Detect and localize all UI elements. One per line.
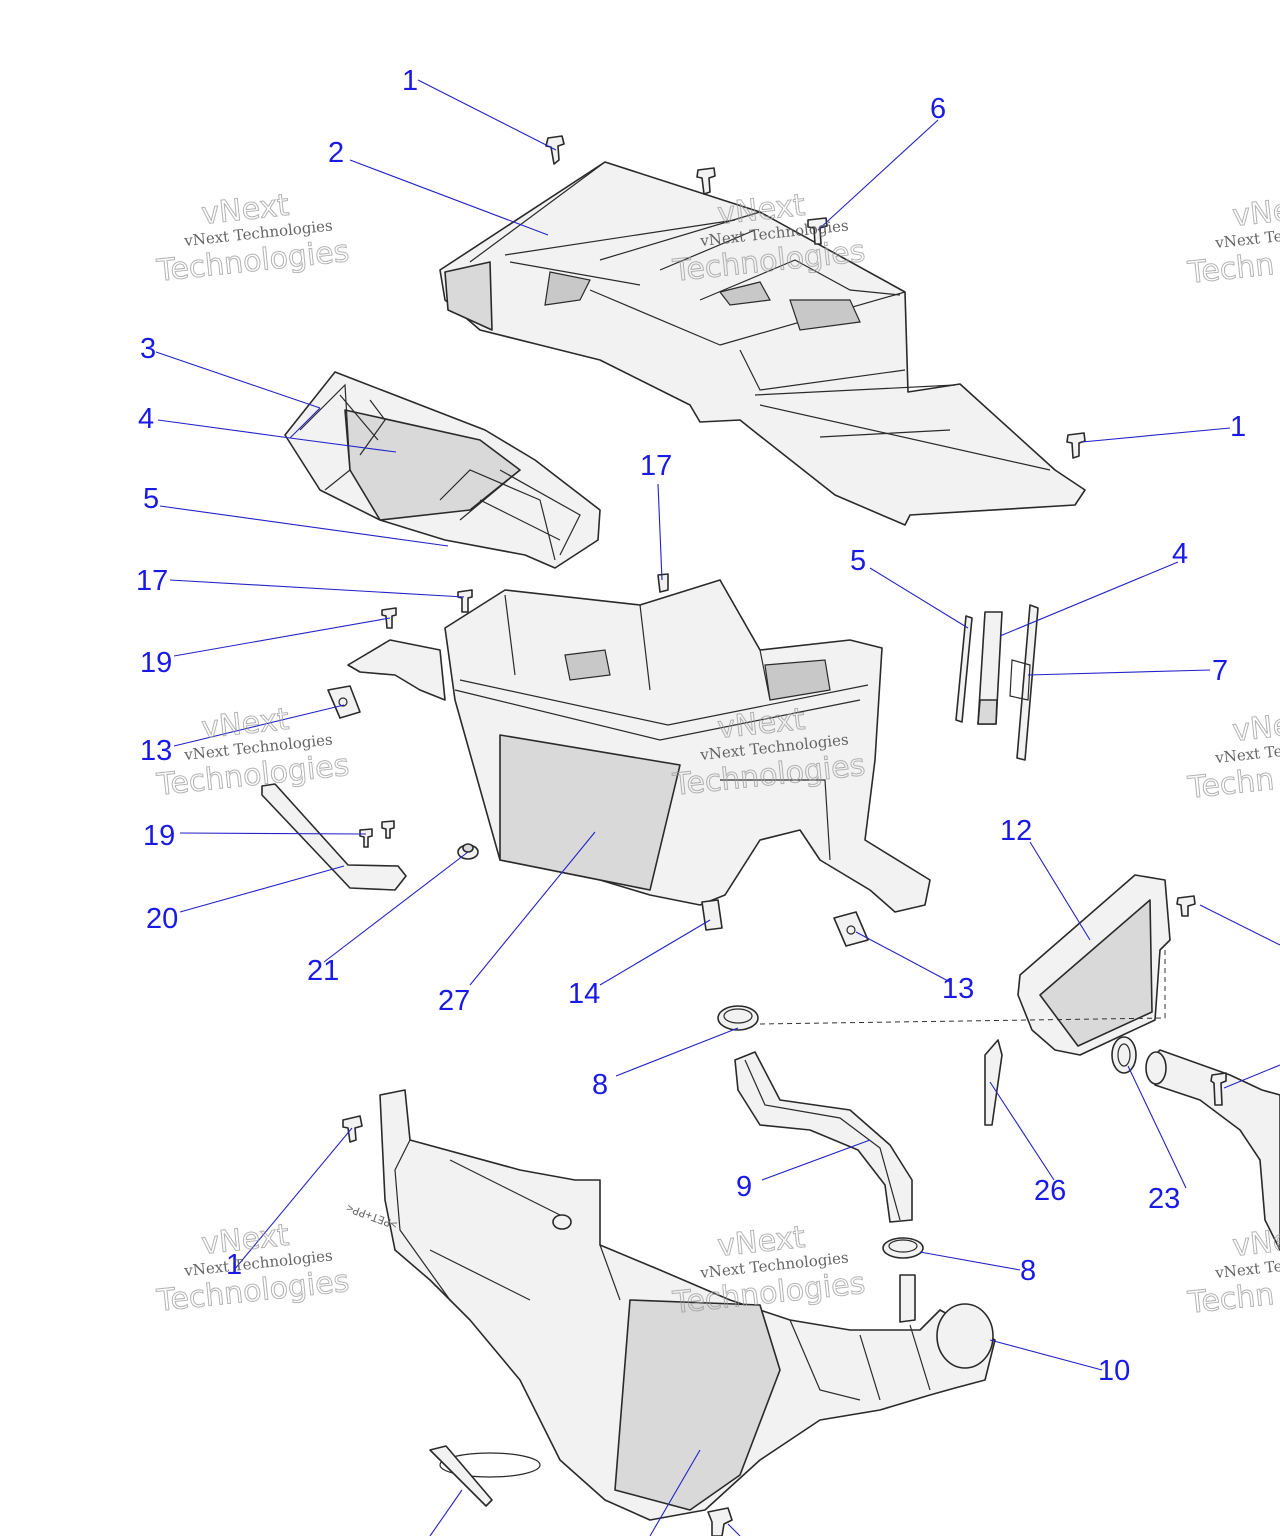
callout-19-top[interactable]: 19 [140,647,172,679]
part-hose-clamp-8a[interactable] [717,1005,759,1031]
callout-1-right[interactable]: 1 [1230,411,1246,443]
part-upper-cover[interactable] [439,161,1086,526]
callout-23[interactable]: 23 [1148,1183,1180,1215]
callout-5-right[interactable]: 5 [850,545,866,577]
callout-7[interactable]: 7 [1212,655,1228,687]
part-zip-tie[interactable] [429,1445,541,1507]
part-strap-26[interactable] [984,1039,1003,1126]
watermark-7: vNext Technologies vNext Technologies [154,1217,351,1319]
callout-21[interactable]: 21 [307,955,339,987]
svg-text:vNext: vNext [1231,705,1280,749]
callout-14[interactable]: 14 [568,978,600,1010]
callout-13-left[interactable]: 13 [140,735,172,767]
part-lower-airbox[interactable]: >PET+PP< [344,1089,996,1521]
callout-8-bottom[interactable]: 8 [1020,1255,1036,1287]
screw-17b[interactable] [657,573,669,593]
part-side-filter-5[interactable] [955,615,973,723]
push-rivet-3[interactable] [1066,432,1086,459]
part-strap-20[interactable] [261,783,407,891]
svg-text:Techn: Techn [1186,247,1276,291]
callout-17-left[interactable]: 17 [136,565,168,597]
part-resonator-12[interactable] [1017,874,1171,1056]
push-rivet-2[interactable] [696,167,716,195]
part-clip-14[interactable] [701,899,723,931]
leader-lines [155,79,1280,1536]
callout-19-bottom[interactable]: 19 [143,820,175,852]
callout-27[interactable]: 27 [438,985,470,1017]
part-side-cover-7[interactable] [1009,604,1039,761]
svg-text:Techn: Techn [1186,1277,1276,1321]
part-bracket-19[interactable] [347,639,446,701]
callout-4-left[interactable]: 4 [138,403,154,435]
watermark-9: vNext Te vNext Techn [1185,1219,1280,1321]
nut-lower[interactable] [552,1214,572,1230]
part-hose-clamp-8b[interactable] [882,1237,924,1259]
screw-17a[interactable] [457,589,473,613]
part-hose-9[interactable] [734,1051,913,1223]
callout-4-right[interactable]: 4 [1172,538,1188,570]
svg-text:vNext: vNext [1231,190,1280,234]
callout-13-right[interactable]: 13 [942,973,974,1005]
callout-3[interactable]: 3 [140,333,156,365]
callout-5-left[interactable]: 5 [143,483,159,515]
part-filter-frame-assembly[interactable] [284,371,601,569]
part-clip-nut-13a[interactable] [327,685,361,719]
callout-1-bottom[interactable]: 1 [226,1249,242,1281]
watermark-3: vNext Te vNext Techn [1185,189,1280,291]
svg-text:vNext: vNext [1231,1220,1280,1264]
part-clip-nut-13b[interactable] [833,911,869,947]
callout-26[interactable]: 26 [1034,1175,1066,1207]
callout-1-top[interactable]: 1 [402,65,418,97]
callout-17-center[interactable]: 17 [640,450,672,482]
callout-2[interactable]: 2 [328,137,344,169]
screw-6[interactable] [807,217,828,245]
callout-12[interactable]: 12 [1000,815,1032,847]
svg-text:Techn: Techn [1186,762,1276,806]
push-rivet-bottom[interactable] [707,1507,733,1536]
watermark-1: vNext Technologies vNext Technologies [154,187,351,289]
part-clamp-23[interactable] [1111,1036,1137,1074]
screw-right[interactable] [1210,1072,1227,1106]
callout-10[interactable]: 10 [1098,1355,1130,1387]
screw-12[interactable] [1176,895,1196,917]
callout-labels: 1 2 6 3 4 1 17 5 17 5 4 19 7 13 12 19 20… [136,65,1246,1387]
part-lower-airbox-frame[interactable] [444,579,931,913]
callout-8-top[interactable]: 8 [592,1069,608,1101]
part-elbow-pipe[interactable] [1145,1049,1280,1251]
callout-6[interactable]: 6 [930,93,946,125]
assembly-line-12 [759,945,1166,1025]
watermark-4: vNext Technologies vNext Technologies [154,701,351,803]
callout-9[interactable]: 9 [736,1171,752,1203]
part-side-filter-4[interactable] [977,611,1003,725]
callout-20[interactable]: 20 [146,903,178,935]
watermark-6: vNext Te vNext Techn [1185,704,1280,806]
push-rivet-lower[interactable] [342,1115,363,1143]
watermark-8: vNext Technologies vNext Technologies [670,1219,867,1321]
